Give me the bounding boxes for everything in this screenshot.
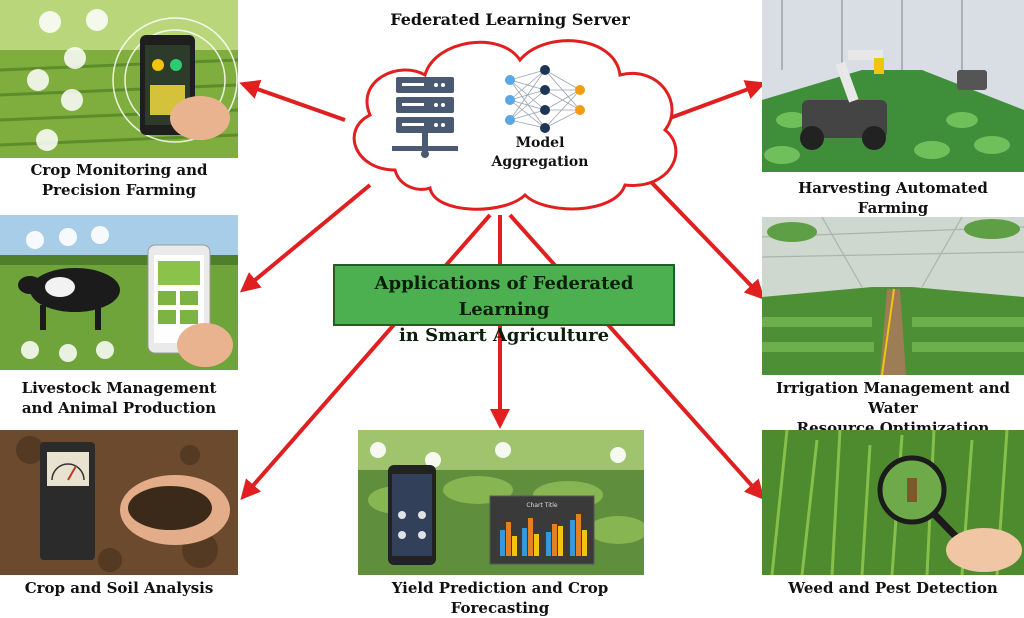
center-title-line-2: in Smart Agriculture	[398, 325, 610, 346]
irrigation-line-1: Irrigation Management and Water	[775, 379, 1011, 417]
crop-monitoring-line-2: Precision Farming	[41, 181, 197, 199]
irrigation-image	[762, 217, 1024, 375]
server-icon	[392, 77, 458, 158]
livestock-image	[0, 215, 238, 370]
soil-analysis-image	[0, 430, 238, 575]
model-aggregation-label: Model Aggregation	[480, 134, 600, 172]
label-soil: Crop and Soil Analysis	[24, 579, 214, 597]
yield-prediction-image: Chart Title	[358, 430, 644, 575]
center-title-line-1: Applications of Federated Learning	[374, 273, 634, 320]
aggregation-line-2: Aggregation	[491, 154, 589, 170]
arrow-to-crop-monitoring	[239, 79, 346, 122]
arrow-to-livestock	[239, 183, 372, 293]
label-crop-monitoring: Crop Monitoring and Precision Farming	[0, 160, 238, 200]
server-title: Federated Learning Server	[390, 10, 630, 29]
label-harvesting: Harvesting Automated Farming	[798, 179, 988, 217]
label-irrigation: Irrigation Management and Water Resource…	[762, 378, 1024, 438]
crop-monitoring-image	[0, 0, 238, 158]
label-livestock: Livestock Management and Animal Producti…	[0, 378, 238, 418]
harvesting-image	[762, 0, 1024, 172]
center-title-box: Applications of Federated Learning in Sm…	[333, 264, 675, 346]
crop-monitoring-line-1: Crop Monitoring and	[30, 161, 208, 179]
label-weed-pest: Weed and Pest Detection	[788, 579, 998, 597]
arrow-to-soil	[240, 213, 492, 501]
neural-network-icon	[505, 65, 585, 133]
arrow-to-harvesting	[669, 80, 766, 120]
weed-pest-image	[762, 430, 1024, 575]
label-yield: Yield Prediction and Crop Forecasting	[391, 579, 609, 617]
livestock-line-1: Livestock Management	[21, 379, 217, 397]
arrow-to-weed	[508, 213, 765, 500]
livestock-line-2: and Animal Production	[21, 399, 217, 417]
chart-inset-title: Chart Title	[526, 502, 558, 509]
aggregation-line-1: Model	[515, 135, 565, 151]
